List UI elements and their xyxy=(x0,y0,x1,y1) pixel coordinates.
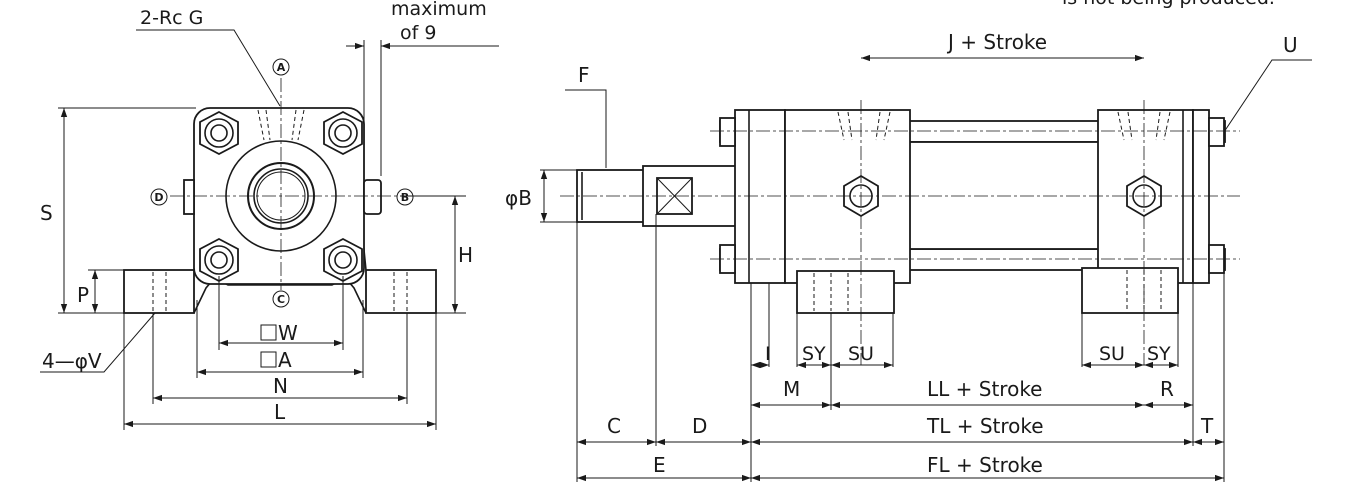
dim-tl: TL + Stroke xyxy=(926,414,1044,438)
dim-v: 4—φV xyxy=(42,349,102,373)
tie-rod-nut-tr xyxy=(323,110,363,156)
dim-b: φB xyxy=(505,186,532,210)
foot-rod-side xyxy=(1081,267,1179,314)
dim-h: H xyxy=(458,243,473,267)
label-top-note: is not being produced. xyxy=(1062,0,1275,9)
port-a-marker: A xyxy=(272,58,290,76)
foot-left xyxy=(123,269,195,314)
dim-p: P xyxy=(77,283,89,307)
port-b-fitting xyxy=(363,179,382,215)
dim-s: S xyxy=(40,201,53,225)
dim-u: U xyxy=(1283,33,1298,57)
head-cover-side xyxy=(734,109,786,284)
dim-c: C xyxy=(607,414,621,438)
dim-w: W xyxy=(278,321,298,345)
port-d-fitting xyxy=(183,179,195,215)
dim-ll: LL + Stroke xyxy=(927,377,1043,401)
tie-rod-nut-bl xyxy=(199,237,239,283)
svg-text:D: D xyxy=(154,191,163,204)
dim-sy-left: SY xyxy=(802,343,826,365)
port-c-marker: C xyxy=(272,290,290,308)
dim-fl: FL + Stroke xyxy=(927,453,1043,477)
foot-head-side xyxy=(796,270,895,314)
dim-i: I xyxy=(765,343,771,365)
dim-su-right: SU xyxy=(1099,343,1125,365)
foot-right xyxy=(365,269,437,314)
svg-text:C: C xyxy=(277,293,285,306)
dim-su-left: SU xyxy=(848,343,874,365)
tie-rod-nut-tl xyxy=(199,110,239,156)
dim-l: L xyxy=(274,400,286,424)
dim-n: N xyxy=(273,374,288,398)
dim-d: D xyxy=(692,414,707,438)
dim-sy-right: SY xyxy=(1147,343,1171,365)
label-of-9: of 9 xyxy=(400,22,436,44)
dim-m: M xyxy=(783,377,800,401)
port-d-marker: D xyxy=(150,188,168,206)
front-view: A B C D 2-Rc G maximum of 9 is not being… xyxy=(40,0,1275,430)
svg-text:A: A xyxy=(277,61,286,74)
svg-text:B: B xyxy=(401,191,409,204)
side-view: F φB J + Stroke U I SY SU SU xyxy=(505,30,1312,482)
dim-a: A xyxy=(278,348,292,372)
dim-t: T xyxy=(1200,414,1214,438)
dim-j: J + Stroke xyxy=(946,30,1047,54)
dim-f: F xyxy=(578,63,590,87)
port-b-marker: B xyxy=(396,188,414,206)
tie-rod-nut-br xyxy=(323,237,363,283)
label-maximum: maximum xyxy=(391,0,487,20)
label-port-g: 2-Rc G xyxy=(140,7,203,29)
dim-e: E xyxy=(653,453,666,477)
dim-r: R xyxy=(1160,377,1174,401)
